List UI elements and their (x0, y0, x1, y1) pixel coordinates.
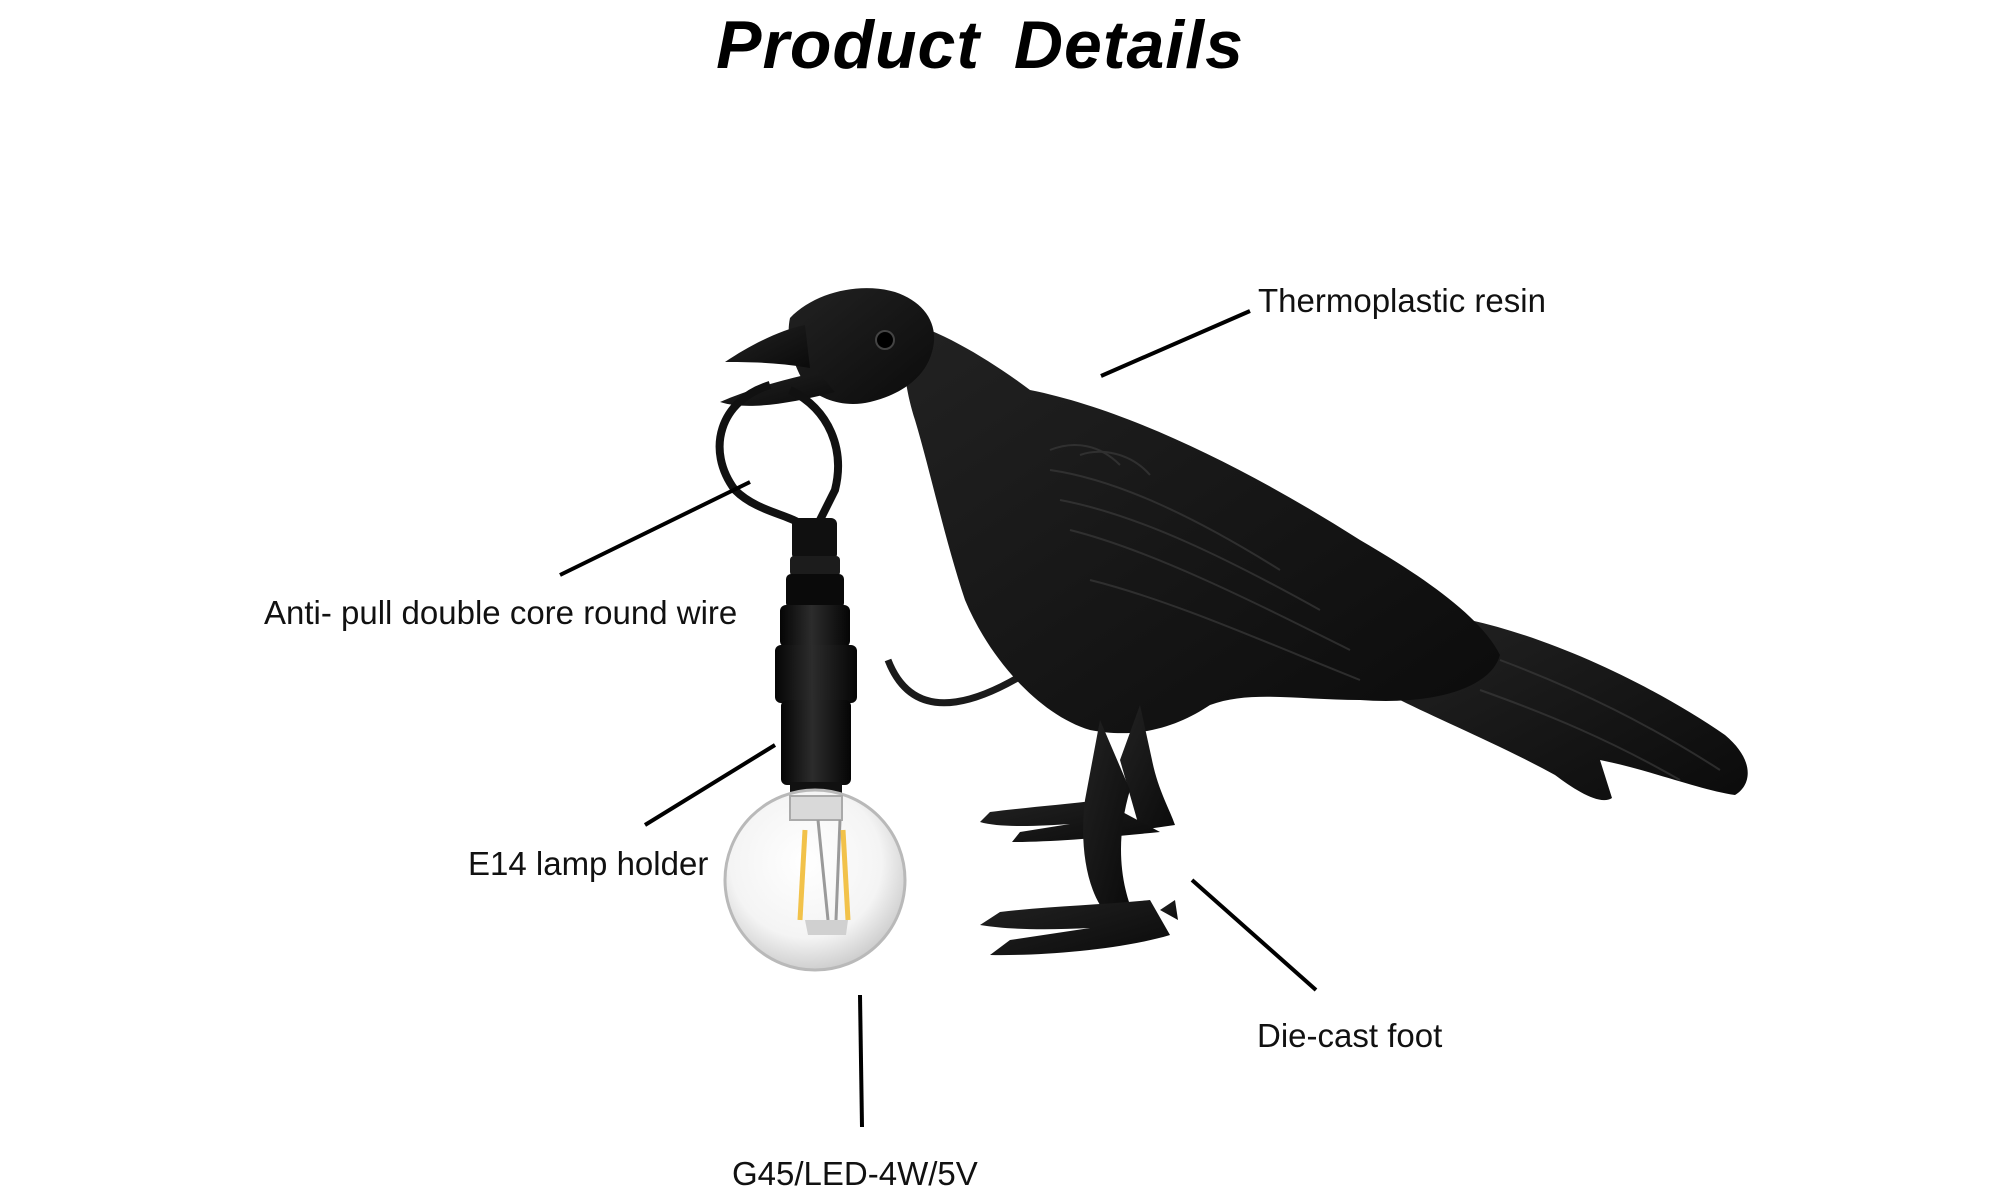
leader-line-foot (1190, 878, 1318, 992)
wire-loop (715, 381, 842, 533)
crow-eye (875, 330, 895, 350)
callout-anti-pull-wire: Anti- pull double core round wire (264, 594, 738, 631)
leader-line-holder (643, 743, 777, 827)
led-bulb (723, 788, 907, 972)
callout-thermoplastic-resin: Thermoplastic resin (1258, 282, 1546, 319)
feather-texture (1049, 444, 1721, 781)
leader-lines (559, 309, 1318, 1128)
page-title: Product Details (716, 7, 1244, 83)
leader-line-wire (559, 480, 751, 577)
crow-figure (720, 288, 1748, 956)
callout-lamp-holder: E14 lamp holder (468, 845, 709, 882)
lamp-holder (775, 518, 857, 796)
leader-line-bulb (858, 994, 864, 1128)
callout-die-cast-foot: Die-cast foot (1257, 1017, 1443, 1054)
callout-bulb-spec: G45/LED-4W/5V (732, 1155, 978, 1192)
leader-line-resin (1100, 309, 1251, 378)
